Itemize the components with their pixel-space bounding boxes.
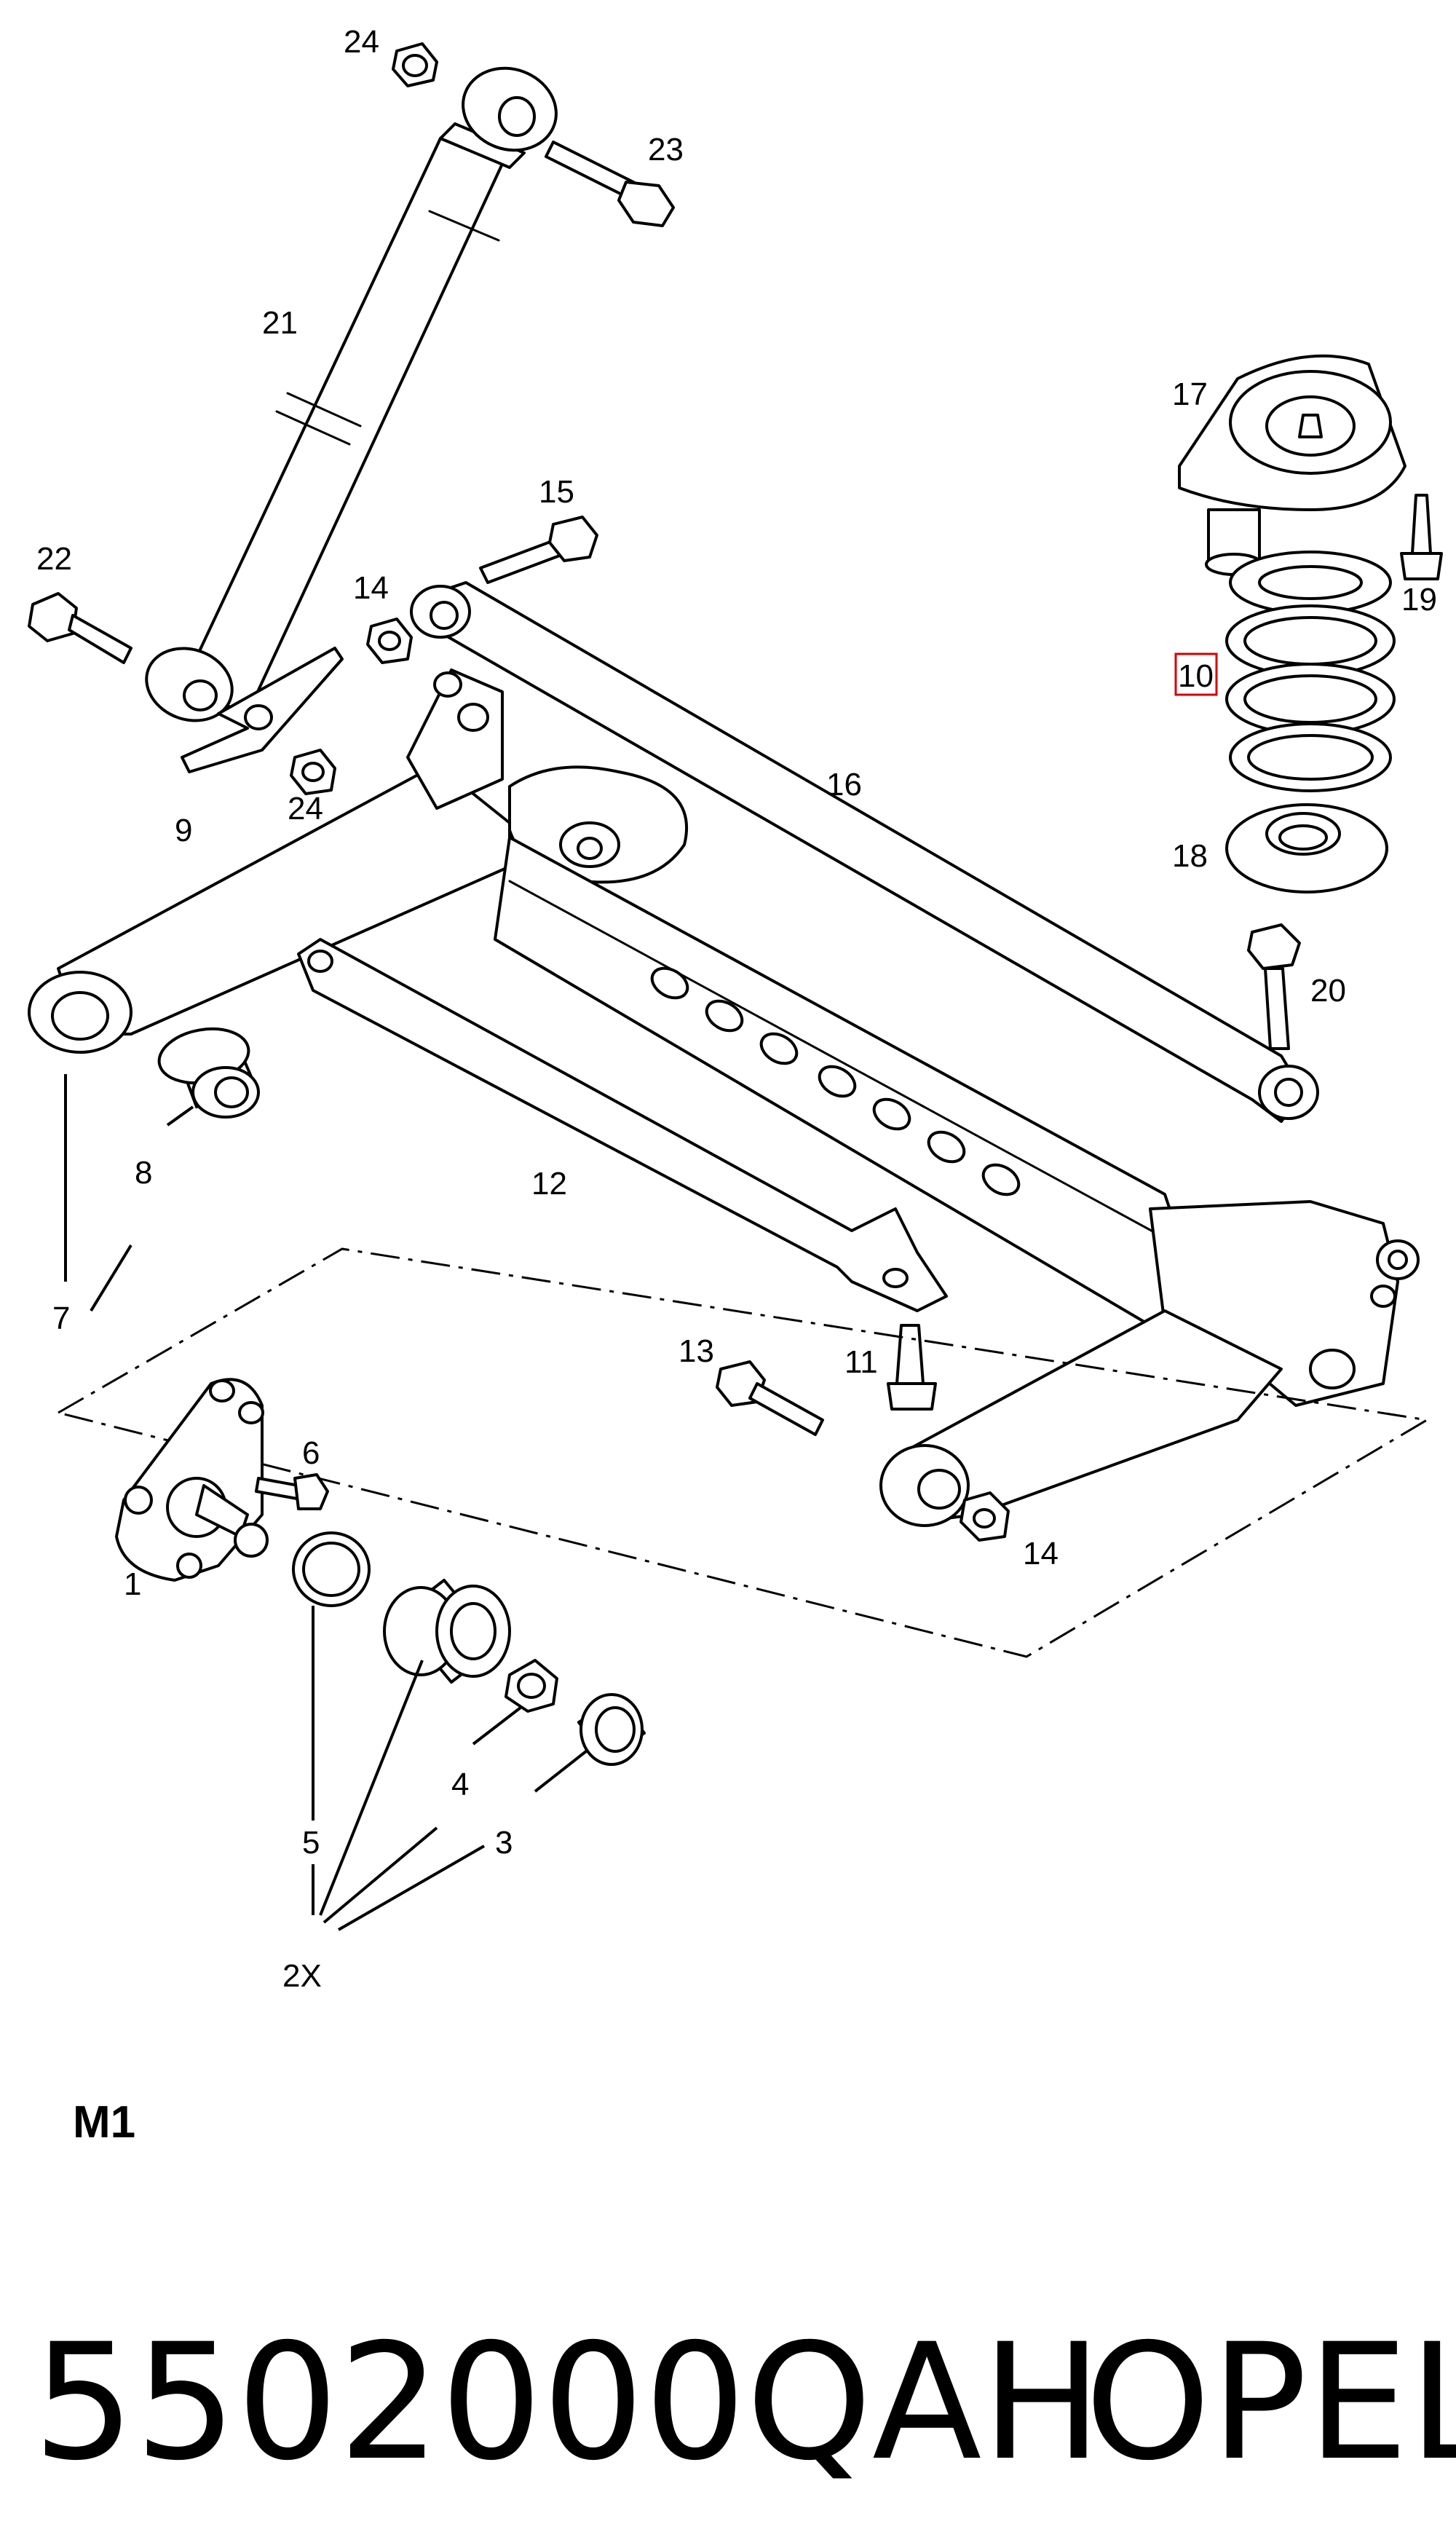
callout-14-lower[interactable]: 14: [1023, 1536, 1059, 1571]
callout-2x[interactable]: 2X: [282, 1958, 322, 1994]
callout-18[interactable]: 18: [1172, 838, 1208, 874]
bolt-part-13: [716, 1360, 824, 1436]
spring-support-part-17: [1178, 354, 1406, 576]
nut-part-24-lower: [290, 749, 336, 795]
bolt-part-20: [1247, 923, 1301, 1050]
assembly-boundary-frame: [58, 1247, 1431, 1658]
callout-7[interactable]: 7: [52, 1301, 70, 1336]
coil-spring-part-10: [1225, 551, 1396, 792]
view-label: M1: [73, 2097, 135, 2147]
callout-8[interactable]: 8: [135, 1155, 152, 1191]
callout-4[interactable]: 4: [451, 1767, 469, 1802]
callout-23[interactable]: 23: [648, 132, 684, 167]
callout-5[interactable]: 5: [302, 1825, 320, 1861]
bolt-part-11: [887, 1324, 937, 1411]
link-part-16: [410, 581, 1319, 1123]
brand-name: OPEL: [1085, 2309, 1456, 2496]
shock-absorber-part-21: [145, 66, 558, 722]
part-number: 5502000QAH: [33, 2309, 1102, 2496]
nut-part-14-lower: [960, 1491, 1010, 1542]
brace-part-12: [297, 938, 948, 1312]
nut-part-14-top: [366, 618, 413, 664]
callout-14-top[interactable]: 14: [353, 570, 389, 606]
callout-13[interactable]: 13: [678, 1333, 714, 1369]
callout-20[interactable]: 20: [1310, 973, 1346, 1009]
hub-flange-part-1: [115, 1378, 269, 1582]
callout-3[interactable]: 3: [495, 1825, 513, 1861]
cap-part-3: [577, 1693, 646, 1766]
callout-10[interactable]: 10: [1178, 658, 1214, 694]
callout-16[interactable]: 16: [826, 767, 862, 802]
callout-10-highlight-box: [1174, 652, 1218, 696]
bolt-part-23: [545, 141, 675, 227]
bolt-part-19: [1400, 494, 1443, 580]
bolt-part-6: [255, 1473, 329, 1510]
callout-12[interactable]: 12: [531, 1166, 567, 1202]
callout-15[interactable]: 15: [539, 474, 574, 510]
snap-ring-part-5: [292, 1531, 371, 1607]
wheel-bearing-part-2: [383, 1579, 511, 1684]
callout-9[interactable]: 9: [175, 813, 192, 848]
leader-lines: [64, 1074, 587, 1931]
bushing-part-8: [157, 1027, 260, 1119]
callout-19[interactable]: 19: [1401, 582, 1437, 618]
rear-axle-beam: [28, 668, 1420, 1527]
callout-6[interactable]: 6: [302, 1435, 320, 1471]
spring-seat-part-18: [1225, 803, 1388, 894]
callout-21[interactable]: 21: [262, 305, 298, 341]
callout-17[interactable]: 17: [1172, 376, 1208, 412]
callout-22[interactable]: 22: [36, 541, 72, 577]
callout-24-top[interactable]: 24: [344, 24, 379, 60]
callout-24-lower[interactable]: 24: [288, 791, 323, 827]
bolt-part-15: [479, 516, 598, 584]
nut-part-4: [505, 1659, 558, 1713]
bracket-part-9: [181, 647, 344, 773]
callout-11[interactable]: 11: [844, 1344, 878, 1380]
nut-part-24-top: [392, 42, 438, 87]
callout-1[interactable]: 1: [124, 1566, 141, 1602]
bolt-part-22: [28, 592, 132, 664]
